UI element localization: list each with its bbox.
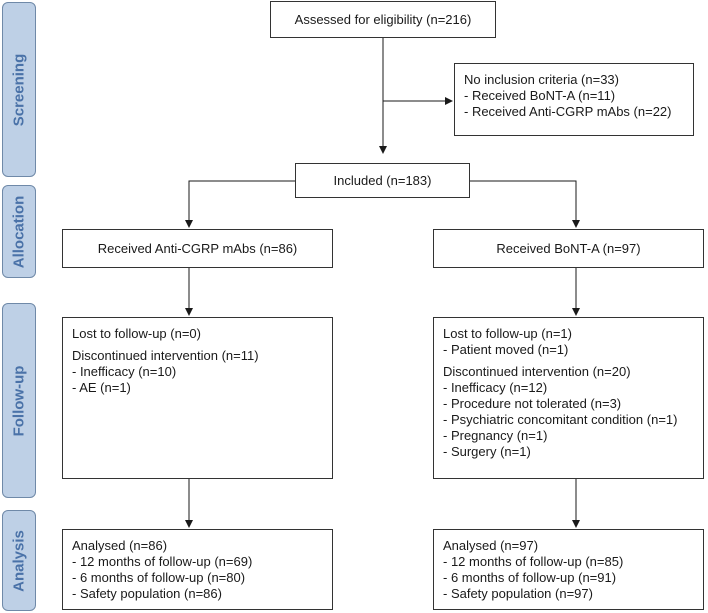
followup-bont-item: - Psychiatric concomitant condition (n=1…	[443, 412, 678, 427]
analysis-bont-title: Analysed (n=97)	[443, 538, 539, 553]
analysis-bont-box: Analysed (n=97) - 12 months of follow-up…	[433, 529, 704, 610]
analysis-cgrp-title: Analysed (n=86)	[72, 538, 168, 553]
followup-cgrp-item: - Inefficacy (n=10)	[72, 364, 177, 379]
analysis-cgrp-item: - 6 months of follow-up (n=80)	[72, 570, 246, 585]
exclusion-box: No inclusion criteria (n=33) - Received …	[454, 63, 694, 136]
exclusion-item: - Received BoNT-A (n=11)	[464, 88, 616, 103]
followup-cgrp-lost: Lost to follow-up (n=0)	[72, 326, 201, 341]
followup-bont-item: - Procedure not tolerated (n=3)	[443, 396, 622, 411]
followup-bont-lost: Lost to follow-up (n=1)	[443, 326, 572, 341]
followup-cgrp-box: Lost to follow-up (n=0) Discontinued int…	[62, 317, 333, 479]
followup-bont-box: Lost to follow-up (n=1) - Patient moved …	[433, 317, 704, 479]
exclusion-item: - Received Anti-CGRP mAbs (n=22)	[464, 104, 672, 119]
stage-analysis: Analysis	[2, 510, 36, 611]
analysis-cgrp-box: Analysed (n=86) - 12 months of follow-up…	[62, 529, 333, 610]
arm-bont-box: Received BoNT-A (n=97)	[433, 229, 704, 268]
analysis-bont-item: - Safety population (n=97)	[443, 586, 593, 601]
analysis-bont-item: - 12 months of follow-up (n=85)	[443, 554, 624, 569]
analysis-cgrp-item: - 12 months of follow-up (n=69)	[72, 554, 253, 569]
connector-included-cgrp	[185, 180, 295, 228]
eligibility-box: Assessed for eligibility (n=216)	[270, 1, 496, 38]
stage-followup: Follow-up	[2, 303, 36, 498]
followup-bont-item: - Inefficacy (n=12)	[443, 380, 548, 395]
stage-allocation: Allocation	[2, 185, 36, 278]
connector-included-bont	[470, 180, 580, 228]
followup-bont-lost-item: - Patient moved (n=1)	[443, 342, 569, 357]
analysis-cgrp-item: - Safety population (n=86)	[72, 586, 222, 601]
followup-cgrp-item: - AE (n=1)	[72, 380, 131, 395]
followup-cgrp-discontinued: Discontinued intervention (n=11)	[72, 348, 259, 363]
included-box: Included (n=183)	[295, 163, 470, 198]
exclusion-title: No inclusion criteria (n=33)	[464, 72, 619, 87]
followup-bont-discontinued: Discontinued intervention (n=20)	[443, 364, 631, 379]
analysis-bont-item: - 6 months of follow-up (n=91)	[443, 570, 617, 585]
followup-bont-item: - Surgery (n=1)	[443, 444, 531, 459]
followup-bont-item: - Pregnancy (n=1)	[443, 428, 548, 443]
stage-screening: Screening	[2, 2, 36, 177]
arm-cgrp-box: Received Anti-CGRP mAbs (n=86)	[62, 229, 333, 268]
